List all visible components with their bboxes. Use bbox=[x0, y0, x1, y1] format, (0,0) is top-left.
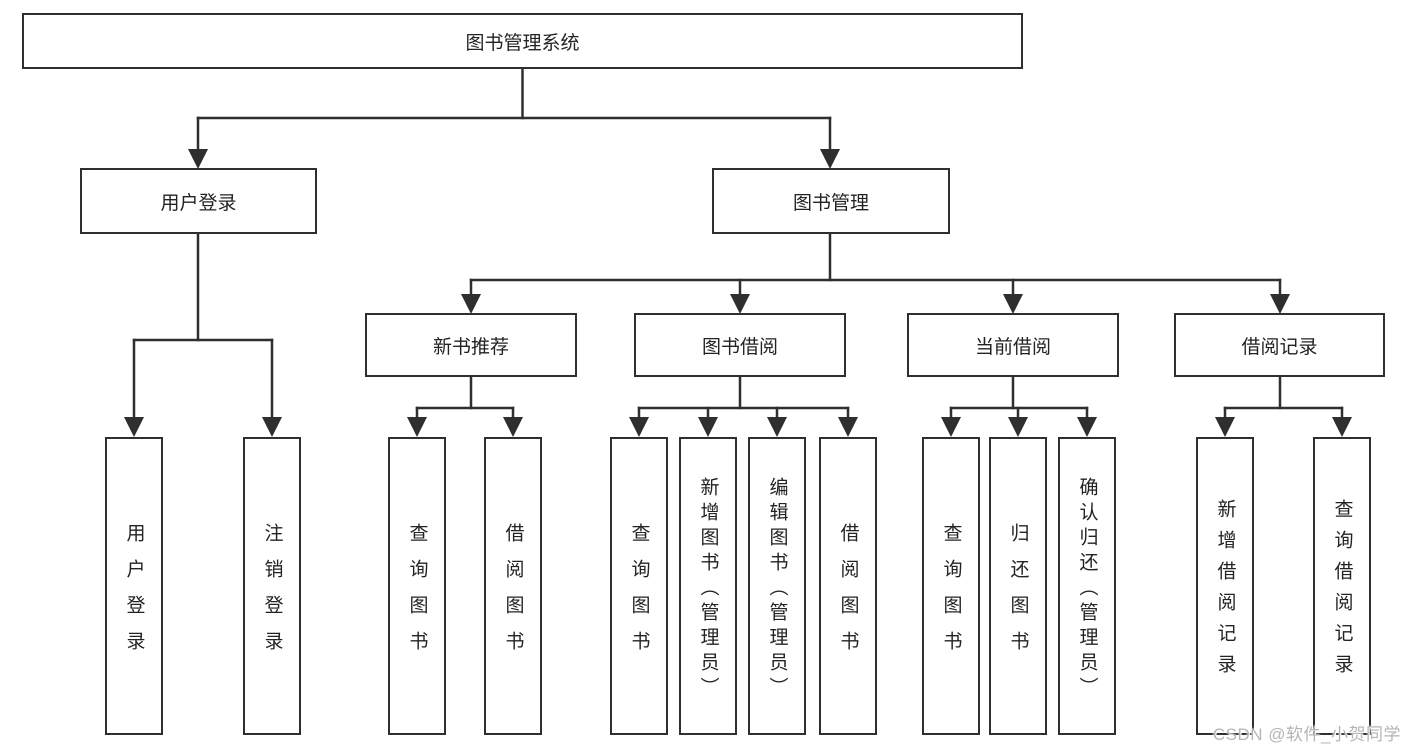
leaf-query-book-recommendation-label: 查询图书 bbox=[406, 522, 428, 667]
node-current-borrowing-label: 当前借阅 bbox=[974, 336, 1051, 358]
node-current-borrowing: 当前借阅 bbox=[907, 313, 1119, 377]
leaf-logout: 注销登录 bbox=[243, 437, 301, 735]
leaf-query-book-current-label: 查询图书 bbox=[940, 522, 962, 667]
leaf-query-book-recommendation: 查询图书 bbox=[388, 437, 446, 735]
node-root: 图书管理系统 bbox=[22, 13, 1023, 69]
leaf-borrow-book-recommendation: 借阅图书 bbox=[484, 437, 542, 735]
connector-group bbox=[124, 67, 1352, 437]
node-book-borrowing: 图书借阅 bbox=[634, 313, 846, 377]
leaf-query-borrow-record-label: 查询借阅记录 bbox=[1331, 499, 1353, 685]
leaf-user-login: 用户登录 bbox=[105, 437, 163, 735]
node-root-label: 图书管理系统 bbox=[465, 32, 580, 54]
node-borrowing-records-label: 借阅记录 bbox=[1241, 336, 1318, 358]
leaf-edit-book-admin: 编辑图书（管理员） bbox=[748, 437, 806, 735]
leaf-query-book-current: 查询图书 bbox=[922, 437, 980, 735]
node-user-login: 用户登录 bbox=[80, 168, 317, 234]
leaf-return-book: 归还图书 bbox=[989, 437, 1047, 735]
leaf-borrow-book: 借阅图书 bbox=[819, 437, 877, 735]
node-book-management: 图书管理 bbox=[712, 168, 950, 234]
csdn-watermark: CSDN @软件_小贺同学 bbox=[1212, 725, 1401, 744]
leaf-confirm-return-admin-label: 确认归还（管理员） bbox=[1076, 476, 1098, 702]
leaf-add-borrow-record-label: 新增借阅记录 bbox=[1214, 499, 1236, 685]
leaf-add-book-admin-label: 新增图书（管理员） bbox=[697, 476, 719, 702]
leaf-logout-label: 注销登录 bbox=[261, 522, 283, 667]
leaf-add-borrow-record: 新增借阅记录 bbox=[1196, 437, 1254, 735]
leaf-return-book-label: 归还图书 bbox=[1007, 522, 1029, 667]
node-user-login-label: 用户登录 bbox=[160, 192, 237, 214]
node-new-book-recommendation-label: 新书推荐 bbox=[432, 336, 509, 358]
leaf-confirm-return-admin: 确认归还（管理员） bbox=[1058, 437, 1116, 735]
leaf-borrow-book-label: 借阅图书 bbox=[837, 522, 859, 667]
leaf-query-book-borrowing-label: 查询图书 bbox=[628, 522, 650, 667]
leaf-user-login-label: 用户登录 bbox=[123, 522, 145, 667]
leaf-add-book-admin: 新增图书（管理员） bbox=[679, 437, 737, 735]
node-book-borrowing-label: 图书借阅 bbox=[701, 336, 778, 358]
node-new-book-recommendation: 新书推荐 bbox=[365, 313, 577, 377]
node-borrowing-records: 借阅记录 bbox=[1174, 313, 1385, 377]
node-book-management-label: 图书管理 bbox=[792, 192, 869, 214]
leaf-edit-book-admin-label: 编辑图书（管理员） bbox=[766, 476, 788, 702]
leaf-query-book-borrowing: 查询图书 bbox=[610, 437, 668, 735]
leaf-borrow-book-recommendation-label: 借阅图书 bbox=[502, 522, 524, 667]
leaf-query-borrow-record: 查询借阅记录 bbox=[1313, 437, 1371, 735]
